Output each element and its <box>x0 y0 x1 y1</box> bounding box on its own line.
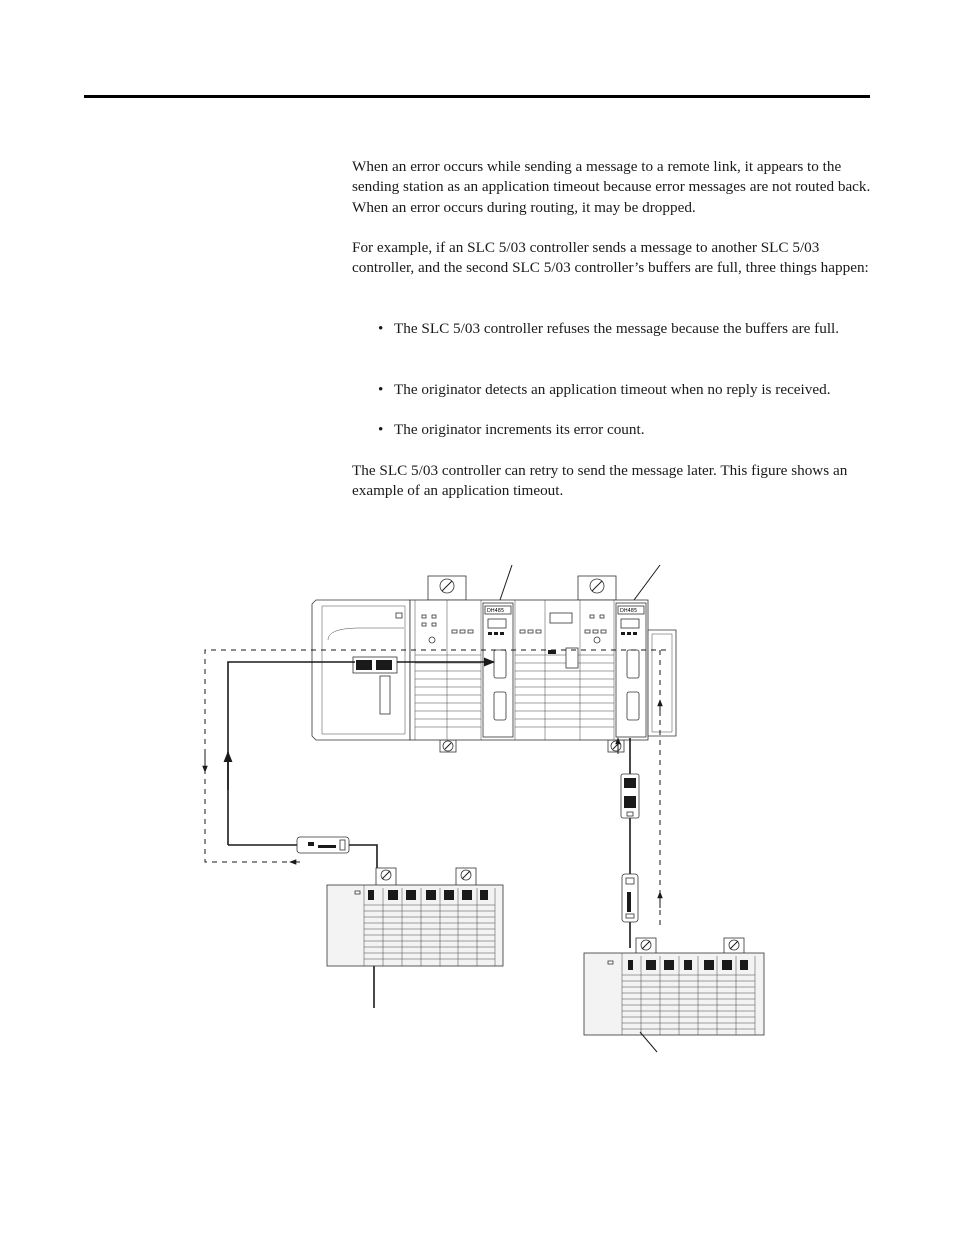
bullet-item: • The originator detects an application … <box>378 380 873 400</box>
module-label: DH485 <box>620 608 637 614</box>
header-rule <box>84 95 870 98</box>
interface-converter <box>620 773 640 819</box>
link-coupler <box>621 873 639 923</box>
timeout-path <box>204 649 666 863</box>
leader-line <box>633 564 661 601</box>
module-label: DH485 <box>487 608 504 614</box>
leader-line <box>639 1031 658 1053</box>
bullet-text: The SLC 5/03 controller refuses the mess… <box>394 320 840 337</box>
bullet-marker: • <box>378 320 384 337</box>
bullet-item: • The originator increments its error co… <box>378 420 873 440</box>
paragraph-example: For example, if an SLC 5/03 controller s… <box>352 239 869 277</box>
link-coupler <box>296 836 350 854</box>
controllogix-chassis: DH485 DH485 <box>311 575 677 753</box>
paragraph-intro: When an error occurs while sending a mes… <box>352 158 871 216</box>
bullet-marker: • <box>378 421 384 438</box>
slc-chassis-receiver <box>583 937 765 1036</box>
bullet-marker: • <box>378 381 384 398</box>
bullet-text: The originator increments its error coun… <box>394 421 645 438</box>
slc-chassis-originator <box>326 867 504 967</box>
paragraph-figure-intro: The SLC 5/03 controller can retry to sen… <box>352 462 848 500</box>
leader-line <box>499 564 513 601</box>
bullet-text: The originator detects an application ti… <box>394 381 831 398</box>
network-link <box>349 844 378 885</box>
bullet-item: • The SLC 5/03 controller refuses the me… <box>378 319 873 339</box>
